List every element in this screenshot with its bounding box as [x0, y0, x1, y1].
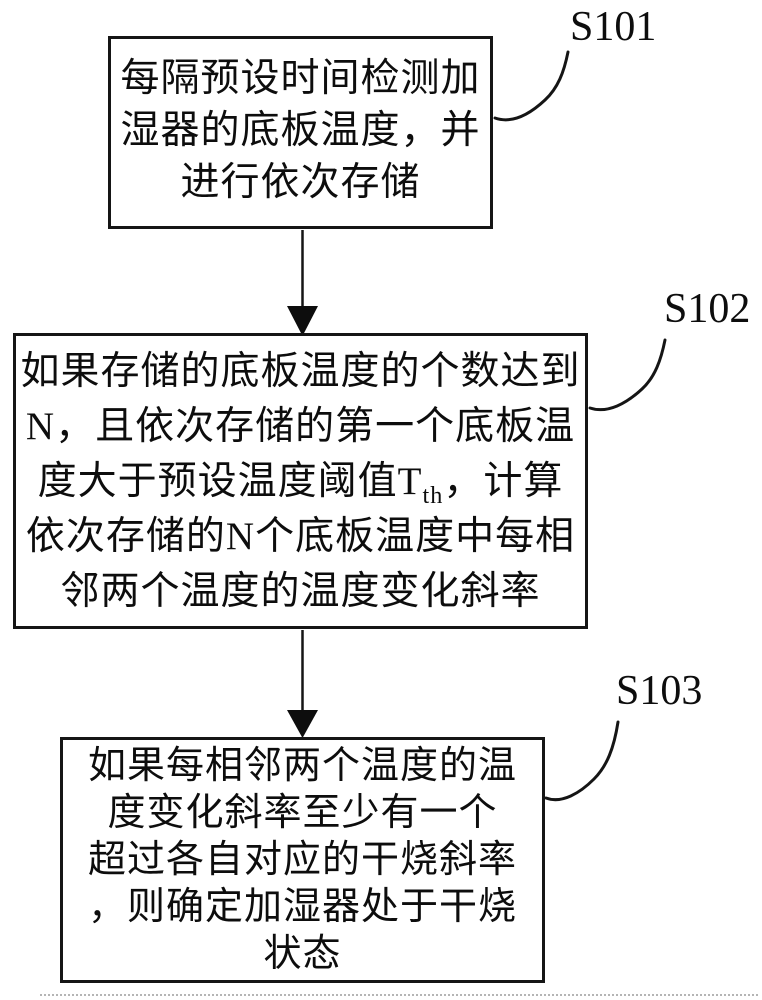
step-text-line: ，则确定加湿器处于干烧 [87, 886, 517, 928]
step-text-line: 依次存储的N个底板温度中每相 [25, 515, 576, 558]
step-text-line: 度变化斜率至少有一个 [107, 792, 498, 834]
step-text-segment: ，计算 [443, 460, 564, 503]
step-text-line: 湿器的底板温度，并 [120, 109, 481, 152]
step-label-s102: S102 [664, 286, 751, 332]
step-label-s103: S103 [616, 668, 703, 714]
flow-arrowhead-1-icon [287, 306, 318, 336]
step-text-line: 邻两个温度的温度变化斜率 [60, 570, 541, 613]
step-text-line: 超过各自对应的干烧斜率 [87, 839, 517, 881]
step-box-s103: 如果每相邻两个温度的温 度变化斜率至少有一个 超过各自对应的干烧斜率 ，则确定加… [60, 737, 545, 983]
page-edge-dotted-line [40, 994, 758, 996]
step-text-line: 进行依次存储 [180, 161, 421, 204]
step-box-s101: 每隔预设时间检测加 湿器的底板温度，并 进行依次存储 [108, 36, 493, 229]
leader-line-s103 [544, 720, 620, 802]
step-text-line: 每隔预设时间检测加 [120, 57, 481, 100]
step-text-line: 如果存储的底板温度的个数达到 [20, 350, 581, 393]
subscript-th: th [422, 481, 444, 509]
flow-arrowhead-2-icon [287, 710, 318, 738]
step-text-line: 状态 [263, 933, 342, 975]
step-text-line: N，且依次存储的第一个底板温 [25, 405, 576, 448]
step-label-s101: S101 [570, 4, 657, 50]
step-text-line: 如果每相邻两个温度的温 [87, 745, 517, 787]
step-text-segment: 度大于预设温度阈值T [37, 460, 423, 503]
step-text-line: 度大于预设温度阈值Tth，计算 [16, 454, 585, 509]
leader-line-s101 [493, 50, 570, 122]
step-box-s102: 如果存储的底板温度的个数达到 N，且依次存储的第一个底板温 度大于预设温度阈值T… [13, 333, 588, 629]
leader-line-s102 [588, 338, 667, 412]
